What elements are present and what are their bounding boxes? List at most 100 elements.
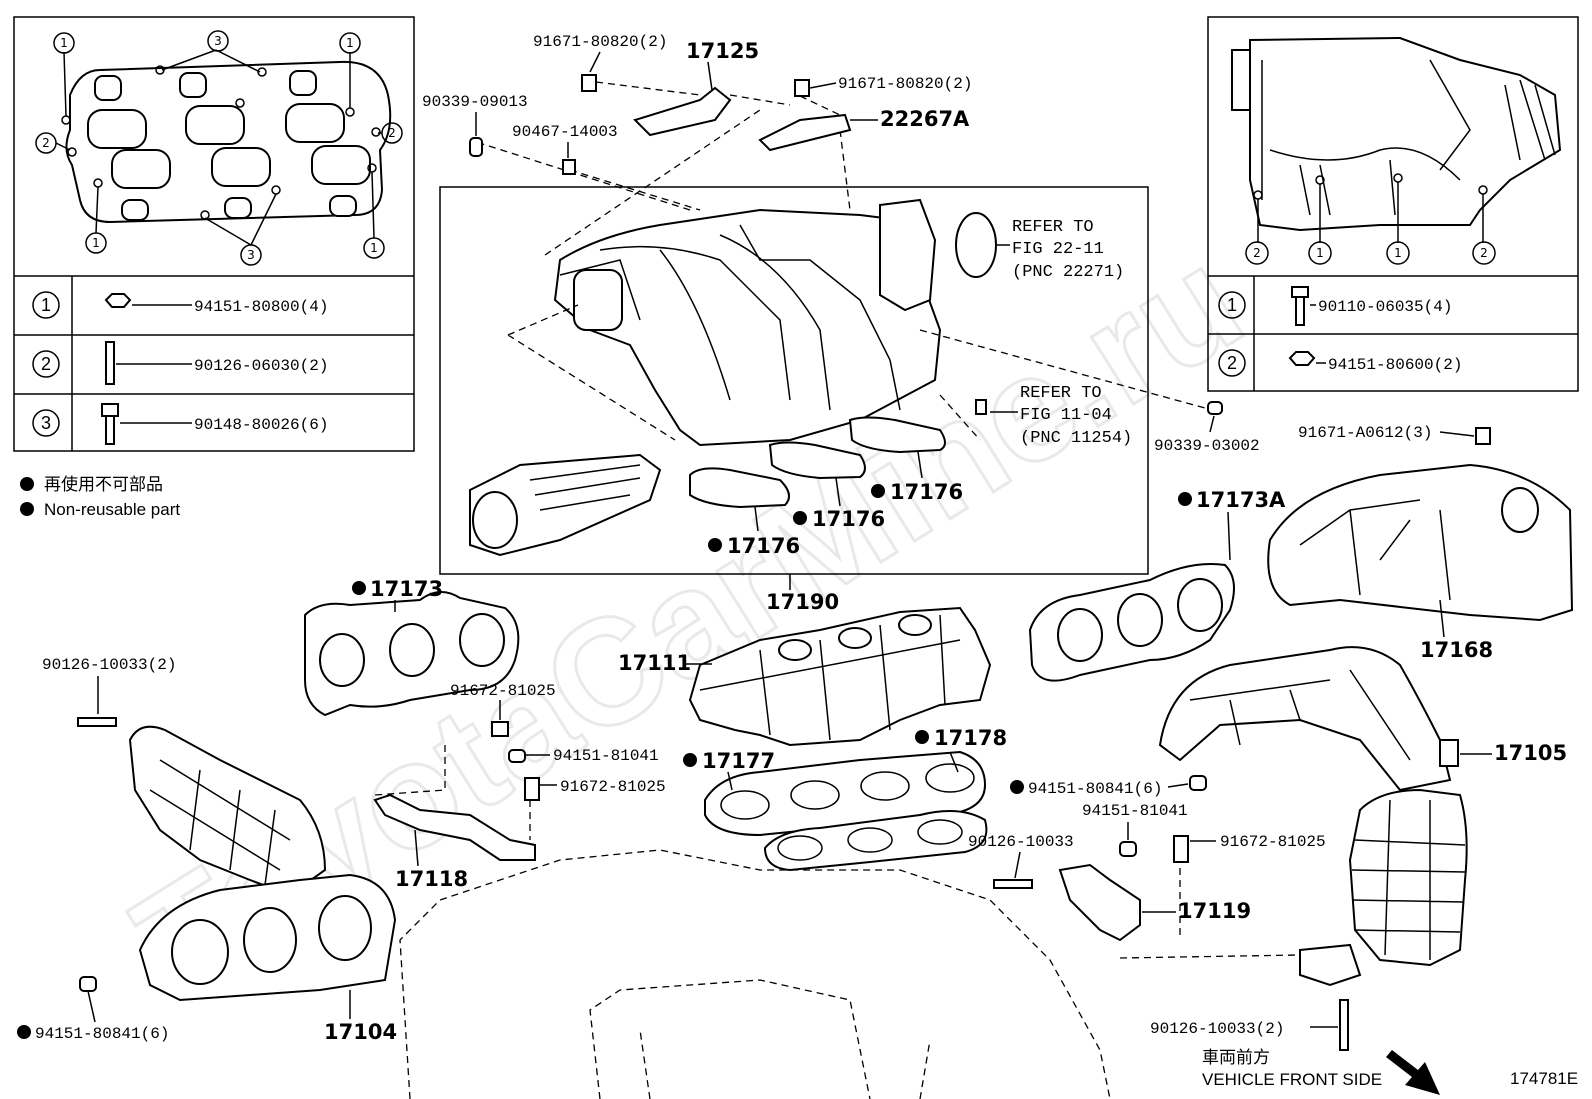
- pnc-17105[interactable]: 17105: [1494, 741, 1567, 765]
- pnc-17168[interactable]: 17168: [1420, 638, 1493, 662]
- heat-insulator-17168-drawing: [1267, 463, 1574, 622]
- pnc-17104[interactable]: 17104: [324, 1020, 397, 1044]
- pnc-17176-b[interactable]: 17176: [793, 507, 885, 531]
- sensor-boss: [1439, 739, 1459, 767]
- part-90467-14003[interactable]: 90467-14003: [512, 123, 618, 141]
- shield-callout-1a: 1: [1308, 241, 1332, 265]
- part-90126-10033-mid[interactable]: 90126-10033: [968, 833, 1074, 851]
- stud-90126-left-icon: [77, 717, 117, 727]
- intake-manifold-drawing: [553, 208, 942, 447]
- shield-detail-box: 2 1 1 2 1 90110-06035(4) 2 94151-80600: [1207, 16, 1579, 392]
- pnc-17176-a[interactable]: 17176: [708, 534, 800, 558]
- bolt-91672-icon: [491, 721, 509, 737]
- svg-text:1: 1: [1394, 246, 1402, 260]
- bolt-91672-icon: [524, 777, 540, 801]
- nut-icon: [104, 293, 132, 308]
- svg-text:3: 3: [247, 248, 255, 262]
- pnc-17173[interactable]: 17173: [352, 577, 443, 601]
- svg-text:17173A: 17173A: [1196, 488, 1286, 512]
- svg-text:1: 1: [92, 236, 100, 250]
- gasket-callout-3b: 3: [240, 244, 262, 266]
- part-90126-10033-left[interactable]: 90126-10033(2): [42, 656, 176, 674]
- shield-callout-1b: 1: [1386, 241, 1410, 265]
- part-91672-81025-b[interactable]: 91672-81025: [560, 778, 666, 796]
- svg-text:17176: 17176: [727, 534, 800, 558]
- svg-text:FIG 11-04: FIG 11-04: [1020, 406, 1112, 425]
- part-90339-03002[interactable]: 90339-03002: [1154, 437, 1260, 455]
- svg-text:1: 1: [370, 241, 378, 255]
- refer-fig-11-04[interactable]: REFER TO FIG 11-04 (PNC 11254): [1020, 384, 1132, 448]
- part-91671-a0612[interactable]: 91671-A0612(3): [1298, 424, 1432, 442]
- shield-row-1: 1 90110-06035(4): [1218, 286, 1452, 326]
- svg-text:94151-80841(6): 94151-80841(6): [35, 1025, 169, 1043]
- part-91671-80820-top[interactable]: 91671-80820(2): [533, 33, 667, 51]
- gasket-callout-1a: 1: [53, 32, 75, 54]
- bolt-11254-icon: [975, 399, 987, 415]
- part-94151-80841-left[interactable]: 94151-80841(6): [17, 1025, 169, 1043]
- svg-text:17177: 17177: [702, 749, 775, 773]
- nut-94151-81041-icon: [1119, 841, 1137, 857]
- legend: 再使用不可部品 Non-reusable part: [20, 474, 180, 519]
- engine-outline: [399, 849, 1111, 1099]
- outlet-flange: [1299, 943, 1362, 987]
- heat-insulator-drawing: [1249, 36, 1562, 232]
- pnc-17177[interactable]: 17177: [683, 749, 775, 773]
- part-94151-81041-a[interactable]: 94151-81041: [553, 747, 659, 765]
- svg-text:2: 2: [41, 354, 51, 374]
- pnc-22267a[interactable]: 22267A: [880, 107, 970, 131]
- catalytic-converter-right-drawing: [1348, 788, 1468, 967]
- pin-90467-icon: [562, 159, 576, 175]
- svg-text:REFER TO: REFER TO: [1012, 218, 1094, 237]
- nut-icon: [1288, 351, 1316, 366]
- exhaust-manifold-17105-drawing: [1158, 646, 1452, 792]
- svg-text:3: 3: [41, 413, 51, 433]
- part-94151-80841-mid[interactable]: 94151-80841(6): [1010, 780, 1162, 798]
- pnc-17125[interactable]: 17125: [686, 39, 759, 63]
- gasket-detail-box: 1 3 1 2 2 1 3 1: [13, 16, 415, 452]
- nut-94151-80841-icon: [1189, 775, 1207, 791]
- part-90126-10033-right[interactable]: 90126-10033(2): [1150, 1020, 1284, 1038]
- bolt-91671-icon: [794, 79, 810, 97]
- svg-text:VEHICLE FRONT SIDE: VEHICLE FRONT SIDE: [1202, 1070, 1382, 1089]
- pnc-17190[interactable]: 17190: [766, 590, 839, 614]
- svg-text:REFER TO: REFER TO: [1020, 384, 1102, 403]
- shield-callout-2a: 2: [1245, 241, 1269, 265]
- throttle-opening: [573, 269, 623, 331]
- svg-text:2: 2: [1480, 246, 1488, 260]
- part-91672-81025-c[interactable]: 91672-81025: [1220, 833, 1326, 851]
- lower-intake-17111-drawing: [688, 606, 992, 747]
- bolt-icon: [101, 403, 119, 417]
- part-91671-80820-right[interactable]: 91671-80820(2): [838, 75, 972, 93]
- svg-text:90126-06030(2): 90126-06030(2): [194, 357, 328, 375]
- gasket-17176-c: [848, 416, 946, 454]
- svg-text:2: 2: [42, 136, 50, 150]
- direction-arrow-icon: [1386, 1050, 1440, 1095]
- svg-text:(PNC 22271): (PNC 22271): [1012, 263, 1124, 282]
- pnc-17178[interactable]: 17178: [915, 726, 1007, 750]
- bolt-91672-c-icon: [1173, 835, 1189, 863]
- part-91672-81025-a[interactable]: 91672-81025: [450, 682, 556, 700]
- nut-94151-left-icon: [79, 976, 97, 992]
- svg-text:17173: 17173: [370, 577, 443, 601]
- pnc-17111[interactable]: 17111: [618, 651, 691, 675]
- refer-fig-22-11[interactable]: REFER TO FIG 22-11 (PNC 22271): [1012, 218, 1124, 282]
- gasket-17176-b: [768, 441, 866, 480]
- pnc-17118[interactable]: 17118: [395, 867, 468, 891]
- pnc-17176-c[interactable]: 17176: [871, 480, 963, 504]
- svg-text:2: 2: [1227, 353, 1237, 373]
- svg-text:17176: 17176: [812, 507, 885, 531]
- svg-text:(PNC 11254): (PNC 11254): [1020, 429, 1132, 448]
- part-90339-09013[interactable]: 90339-09013: [422, 93, 528, 111]
- pnc-17173a[interactable]: 17173A: [1178, 488, 1286, 512]
- pnc-17119[interactable]: 17119: [1178, 899, 1251, 923]
- gasket-callout-1c: 1: [85, 232, 107, 254]
- bolt-icon: [1291, 286, 1309, 298]
- nut-94151-icon: [508, 749, 526, 763]
- top-fasteners: [469, 74, 1223, 415]
- svg-text:3: 3: [214, 34, 222, 48]
- gasket-17178-drawing: [763, 810, 988, 872]
- intake-manifold-group: REFER TO FIG 22-11 (PNC 22271) REFER TO …: [439, 109, 1206, 575]
- part-94151-81041-b[interactable]: 94151-81041: [1082, 802, 1188, 820]
- svg-text:94151-80841(6): 94151-80841(6): [1028, 780, 1162, 798]
